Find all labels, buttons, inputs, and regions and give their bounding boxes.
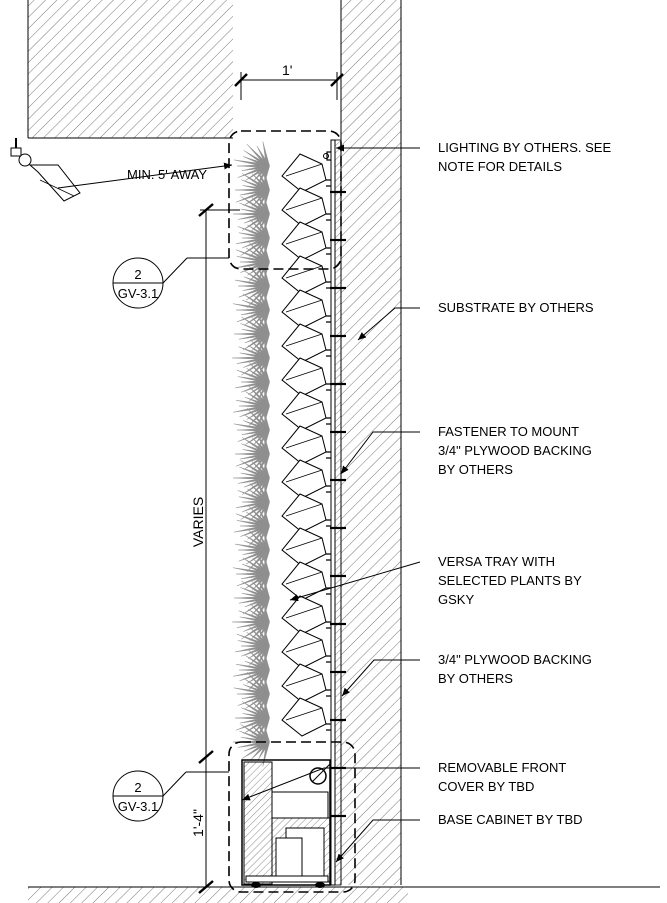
note-front-cover: REMOVABLE FRONT COVER BY TBD — [438, 760, 566, 794]
plant-icon — [231, 334, 270, 384]
note-front-cover-line-1: REMOVABLE FRONT — [438, 760, 566, 775]
detail-boundary-bottom — [228, 741, 356, 893]
callout-bottom-number: 2 — [134, 780, 141, 795]
note-plywood-line-2: BY OTHERS — [438, 671, 513, 686]
tray-icon — [281, 323, 331, 363]
tray-icon — [281, 391, 331, 431]
tray-icon — [281, 561, 331, 601]
plant-icon — [235, 477, 270, 528]
height-label: VARIES — [190, 497, 206, 547]
wall — [340, 0, 402, 885]
plant-column — [231, 141, 270, 767]
tray-icon — [281, 425, 331, 465]
note-fastener-line-3: BY OTHERS — [438, 462, 513, 477]
tray-icon — [281, 153, 331, 193]
top-hook — [323, 151, 331, 161]
tray-icon — [281, 255, 331, 295]
plant-icon — [232, 719, 270, 767]
tray-icon — [281, 697, 331, 737]
ceiling-slab — [27, 0, 233, 139]
note-lighting-line-1: LIGHTING BY OTHERS. SEE — [438, 140, 611, 155]
tray-icon — [281, 187, 331, 227]
callout-top-number: 2 — [134, 267, 141, 282]
note-base-cabinet: BASE CABINET BY TBD — [438, 812, 583, 827]
callout-bubble-top: 2 GV-3.1 — [112, 257, 229, 309]
note-versa-tray: VERSA TRAY WITH SELECTED PLANTS BY GSKY — [438, 554, 582, 607]
plant-icon — [233, 307, 270, 360]
note-lighting-line-2: NOTE FOR DETAILS — [438, 159, 562, 174]
callout-bubble-bottom: 2 GV-3.1 — [112, 770, 229, 822]
tray-icon — [281, 289, 331, 329]
note-versa-tray-line-1: VERSA TRAY WITH — [438, 554, 555, 569]
callout-top-sheet: GV-3.1 — [118, 286, 158, 301]
width-label: 1' — [282, 62, 292, 78]
note-plywood-backing: 3/4" PLYWOOD BACKING BY OTHERS — [438, 652, 592, 686]
note-lighting: LIGHTING BY OTHERS. SEE NOTE FOR DETAILS — [438, 140, 611, 174]
note-fastener-line-2: 3/4" PLYWOOD BACKING — [438, 443, 592, 458]
tray-icon — [281, 459, 331, 499]
tray-column — [281, 153, 331, 737]
tray-icon — [281, 595, 331, 635]
tray-icon — [281, 493, 331, 533]
tray-icon — [281, 527, 331, 567]
base-height-label: 1'-4" — [190, 809, 206, 837]
note-substrate: SUBSTRATE BY OTHERS — [438, 300, 594, 315]
plant-icon — [232, 191, 270, 239]
note-front-cover-line-2: COVER BY TBD — [438, 779, 534, 794]
fasteners — [330, 190, 346, 818]
tray-icon — [281, 357, 331, 397]
height-dimension — [198, 203, 240, 894]
base-cabinet — [241, 759, 331, 888]
note-base-cabinet-line-1: BASE CABINET BY TBD — [438, 812, 583, 827]
plant-icon — [233, 141, 270, 189]
plant-icon — [233, 405, 270, 453]
note-fastener: FASTENER TO MOUNT 3/4" PLYWOOD BACKING B… — [438, 424, 592, 477]
light-distance-label: MIN. 5' AWAY — [127, 167, 207, 182]
note-substrate-line-1: SUBSTRATE BY OTHERS — [438, 300, 594, 315]
callout-bottom-sheet: GV-3.1 — [118, 799, 158, 814]
light-fixture-icon — [10, 138, 81, 202]
tray-icon — [281, 663, 331, 703]
floor — [28, 886, 660, 903]
tray-icon — [281, 221, 331, 261]
width-dimension — [234, 72, 344, 100]
tray-icon — [281, 629, 331, 669]
plant-icon — [234, 164, 270, 215]
plywood-backing — [330, 139, 342, 886]
leader-lines — [241, 144, 421, 863]
note-versa-tray-line-3: GSKY — [438, 592, 474, 607]
note-versa-tray-line-2: SELECTED PLANTS BY — [438, 573, 582, 588]
note-plywood-line-1: 3/4" PLYWOOD BACKING — [438, 652, 592, 667]
note-fastener-line-1: FASTENER TO MOUNT — [438, 424, 579, 439]
